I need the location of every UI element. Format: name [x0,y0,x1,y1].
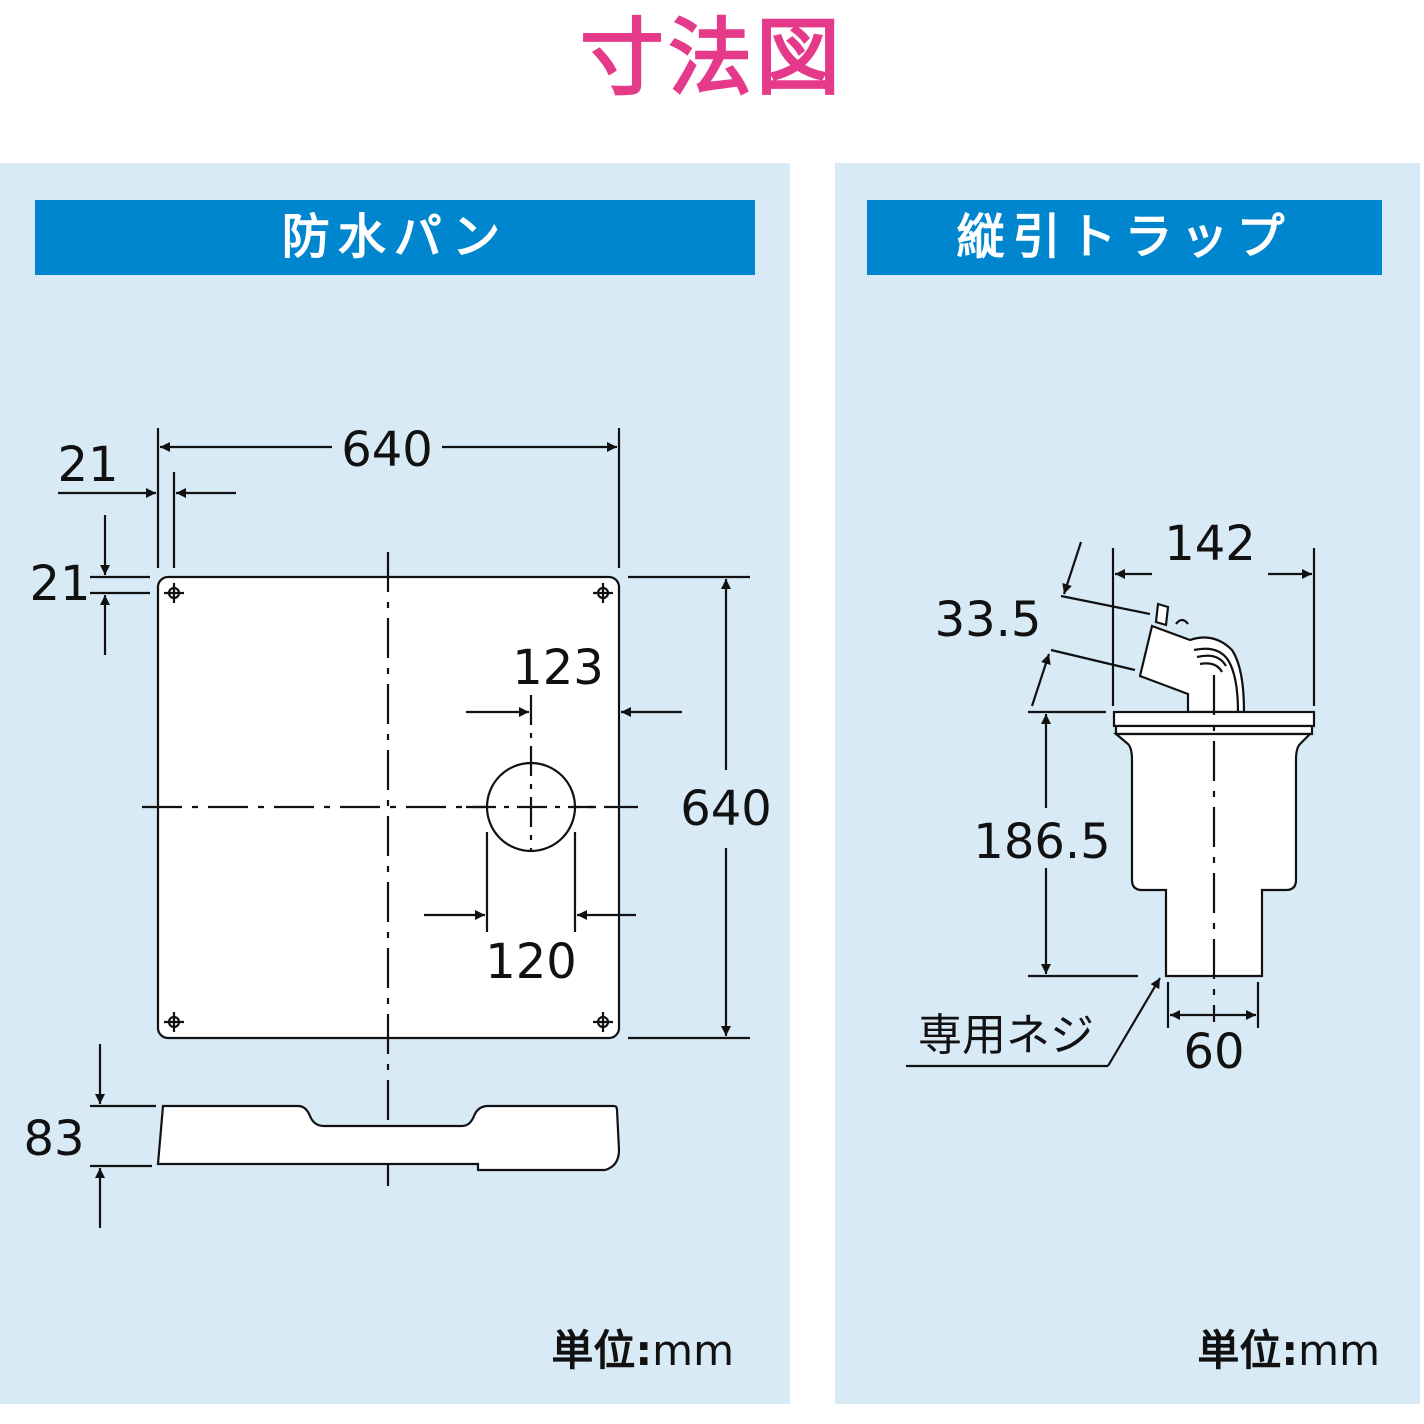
unit-label-text: 単位 [551,1326,636,1375]
trap-elbow [1138,624,1246,714]
trap-body [1112,732,1313,978]
dim-label-hole-x-21: 21 [57,437,118,493]
dim-label-trap-142: 142 [1164,516,1256,572]
dim-label-trap-186-5: 186.5 [973,814,1110,870]
vertical-trap-header: 縦引トラップ [867,200,1382,275]
dim-label-trap-60: 60 [1183,1024,1244,1080]
right-unit-label: 単位:mm [1197,1326,1380,1375]
unit-label-text: 単位 [1197,1326,1282,1375]
page-title: 寸法図 [579,9,844,107]
screw-callout-label: 専用ネジ [918,1010,1094,1061]
screw-hole-icon [164,1012,184,1032]
unit-value-text: mm [1298,1326,1380,1375]
waterproof-pan-header: 防水パン [35,200,755,275]
screw-hole-icon [593,583,613,603]
screw-hole-icon [164,583,184,603]
dim-label-drain-123: 123 [512,640,604,696]
dim-label-hole-y-21: 21 [29,556,90,612]
left-unit-label: 単位:mm [551,1326,734,1375]
dim-label-depth-640: 640 [680,781,772,837]
dim-label-trap-33-5: 33.5 [935,592,1042,648]
unit-value-text: mm [652,1326,734,1375]
vertical-trap-panel: 縦引トラップ 単位:mm [835,163,1420,1404]
pan-side-profile [156,1104,621,1172]
dim-label-drain-120: 120 [485,934,577,990]
screw-hole-icon [593,1012,613,1032]
dim-label-width-640: 640 [341,422,433,478]
dim-label-height-83: 83 [23,1111,84,1167]
